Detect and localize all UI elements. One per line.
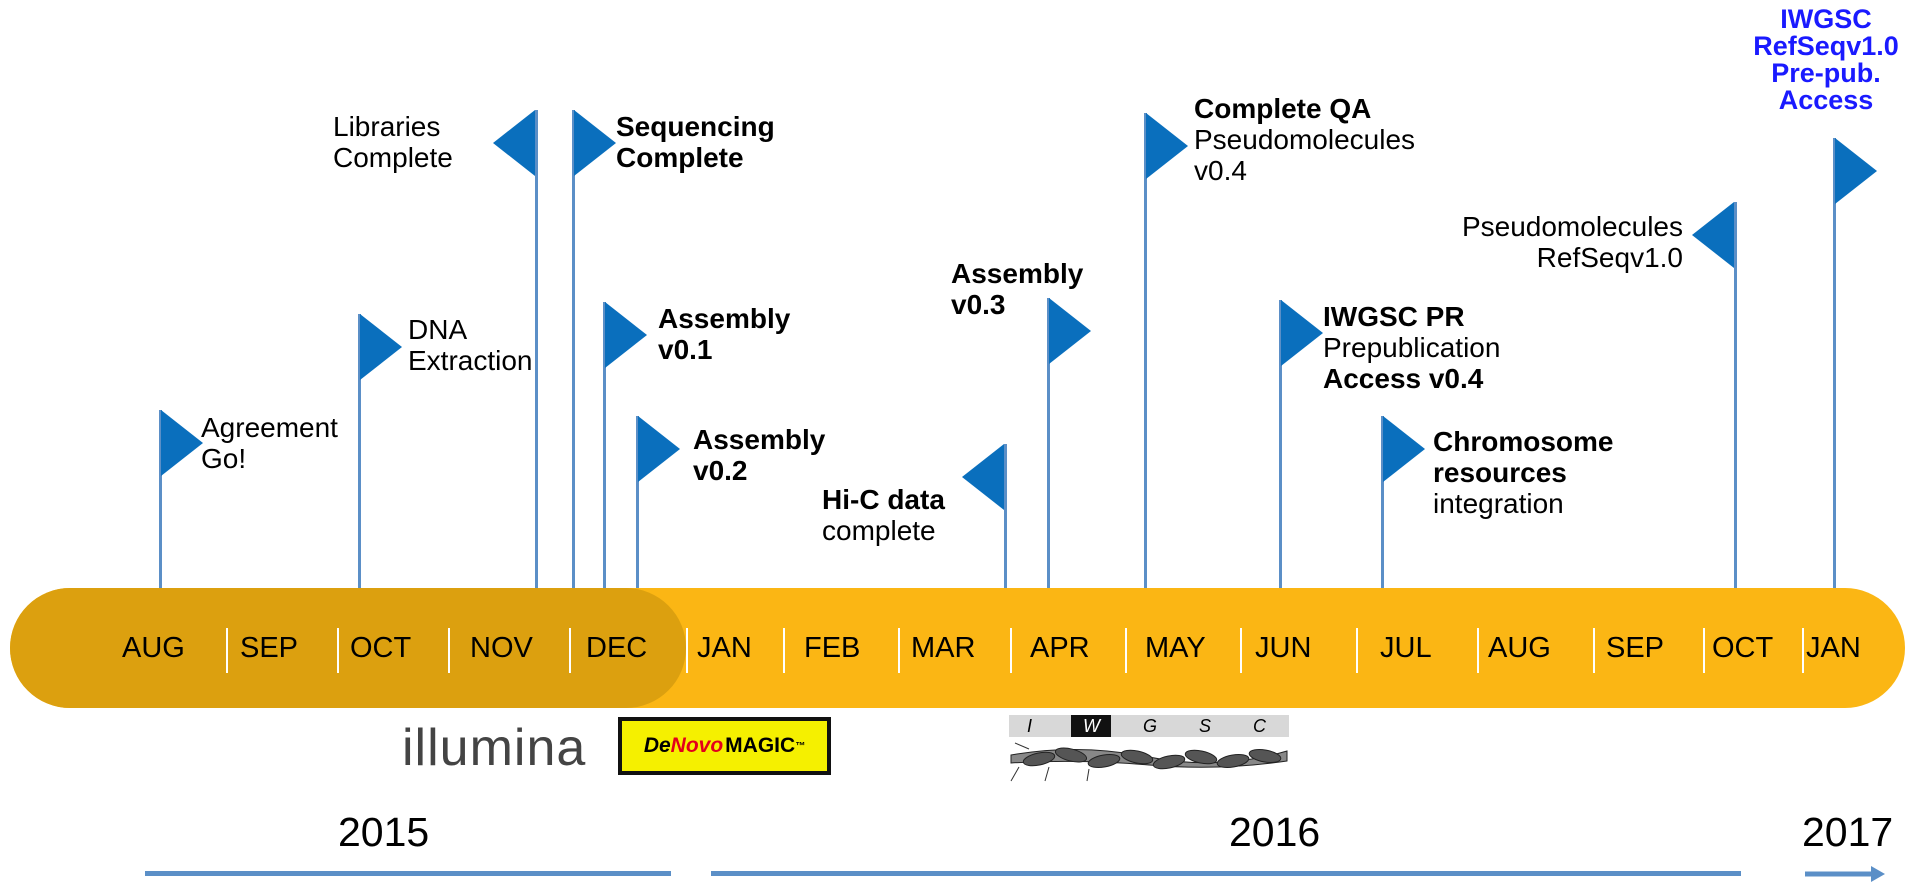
flag-pole: [1004, 444, 1007, 588]
flag-right-icon: [1049, 298, 1091, 364]
milestone-iwgsc-pr: IWGSC PR Prepublication Access v0.4: [1323, 301, 1501, 394]
flag-right-icon: [161, 410, 203, 476]
flag-pole: [159, 410, 162, 588]
year-span-2015: [145, 871, 671, 876]
month-separator: [1010, 628, 1012, 673]
month-separator: [569, 628, 571, 673]
month-separator: [1125, 628, 1127, 673]
month-label-aug-2016: AUG: [1488, 632, 1551, 664]
milestone-assembly-v03: Assembly v0.3: [951, 258, 1084, 320]
month-label-mar-2016: MAR: [911, 632, 976, 664]
flag-right-icon: [1835, 138, 1877, 204]
milestone-complete-qa: Complete QA Pseudomolecules v0.4: [1194, 93, 1416, 186]
year-span-2016: [711, 871, 1741, 876]
flag-right-icon: [605, 302, 647, 368]
year-label-2017: 2017: [1802, 809, 1894, 855]
logo-letter: W: [1083, 716, 1102, 736]
month-label-aug-2015: AUG: [122, 632, 185, 664]
month-separator: [1802, 628, 1804, 673]
logo-letter: G: [1143, 716, 1157, 736]
flag-right-icon: [1281, 300, 1323, 366]
flag-pole: [636, 416, 639, 588]
milestone-assembly-v01: Assembly v0.1: [658, 303, 791, 365]
year-arrow-icon: [1805, 866, 1885, 882]
month-label-apr-2016: APR: [1030, 632, 1090, 664]
iwgsc-logo: I W G S C: [1009, 715, 1289, 782]
flag-pole: [1381, 416, 1384, 588]
flag-pole: [1833, 138, 1836, 588]
month-label-jan-2017: JAN: [1806, 632, 1861, 664]
milestone-refseq-prepub: IWGSC RefSeqv1.0 Pre-pub. Access: [1753, 4, 1899, 115]
flag-pole: [358, 314, 361, 588]
illumina-logo: illumina: [402, 719, 587, 777]
month-label-feb-2016: FEB: [804, 632, 861, 664]
month-label-jan-2016: JAN: [697, 632, 752, 664]
month-label-sep-2015: SEP: [240, 632, 299, 664]
timeline-bar-2015: [10, 588, 686, 708]
flag-right-icon: [360, 314, 402, 380]
milestone-chromosome-resources: Chromosome resources integration: [1433, 426, 1614, 519]
flag-pole: [535, 110, 538, 588]
year-label-2016: 2016: [1229, 809, 1321, 855]
month-label-jul-2016: JUL: [1380, 632, 1432, 664]
month-separator: [1703, 628, 1705, 673]
month-separator: [226, 628, 228, 673]
month-separator: [783, 628, 785, 673]
month-separator: [448, 628, 450, 673]
milestone-dna-extraction: DNA Extraction: [408, 314, 533, 376]
flag-left-icon: [1692, 202, 1734, 268]
month-separator: [1240, 628, 1242, 673]
milestone-agreement: Agreement Go!: [201, 412, 338, 474]
month-label-sep-2016: SEP: [1606, 632, 1665, 664]
month-separator: [1477, 628, 1479, 673]
month-separator: [686, 628, 688, 673]
logo-letter: I: [1027, 716, 1032, 736]
milestone-pseudomolecules-refseq: Pseudomolecules RefSeqv1.0: [1461, 211, 1683, 273]
logo-letter: C: [1253, 716, 1267, 736]
flag-left-icon: [962, 444, 1004, 510]
flag-right-icon: [638, 416, 680, 482]
month-label-may-2016: MAY: [1145, 632, 1206, 664]
flag-right-icon: [574, 110, 616, 176]
milestone-assembly-v02: Assembly v0.2: [693, 424, 826, 486]
month-separator: [1356, 628, 1358, 673]
flag-pole: [572, 110, 575, 588]
flag-pole: [1279, 300, 1282, 588]
flag-right-icon: [1383, 416, 1425, 482]
month-separator: [337, 628, 339, 673]
month-label-oct-2015: OCT: [350, 632, 412, 664]
flag-left-icon: [493, 110, 535, 176]
month-label-oct-2016: OCT: [1712, 632, 1774, 664]
month-label-jun-2016: JUN: [1255, 632, 1312, 664]
flag-pole: [1144, 113, 1147, 588]
logo-black-box: [1071, 715, 1111, 737]
milestone-hic-data: Hi-C data complete: [822, 484, 945, 546]
wheat-spike-icon: [1010, 742, 1288, 782]
logo-letter: S: [1199, 716, 1211, 736]
month-label-nov-2015: NOV: [470, 632, 533, 664]
year-label-2015: 2015: [338, 809, 430, 855]
month-label-dec-2015: DEC: [586, 632, 648, 664]
month-separator: [1593, 628, 1595, 673]
flag-pole: [603, 302, 606, 588]
flag-right-icon: [1146, 113, 1188, 179]
flag-pole: [1047, 298, 1050, 588]
milestone-libraries-complete: Libraries Complete: [333, 111, 453, 173]
milestone-sequencing-complete: Sequencing Complete: [616, 111, 775, 173]
month-separator: [898, 628, 900, 673]
flag-pole: [1734, 202, 1737, 588]
